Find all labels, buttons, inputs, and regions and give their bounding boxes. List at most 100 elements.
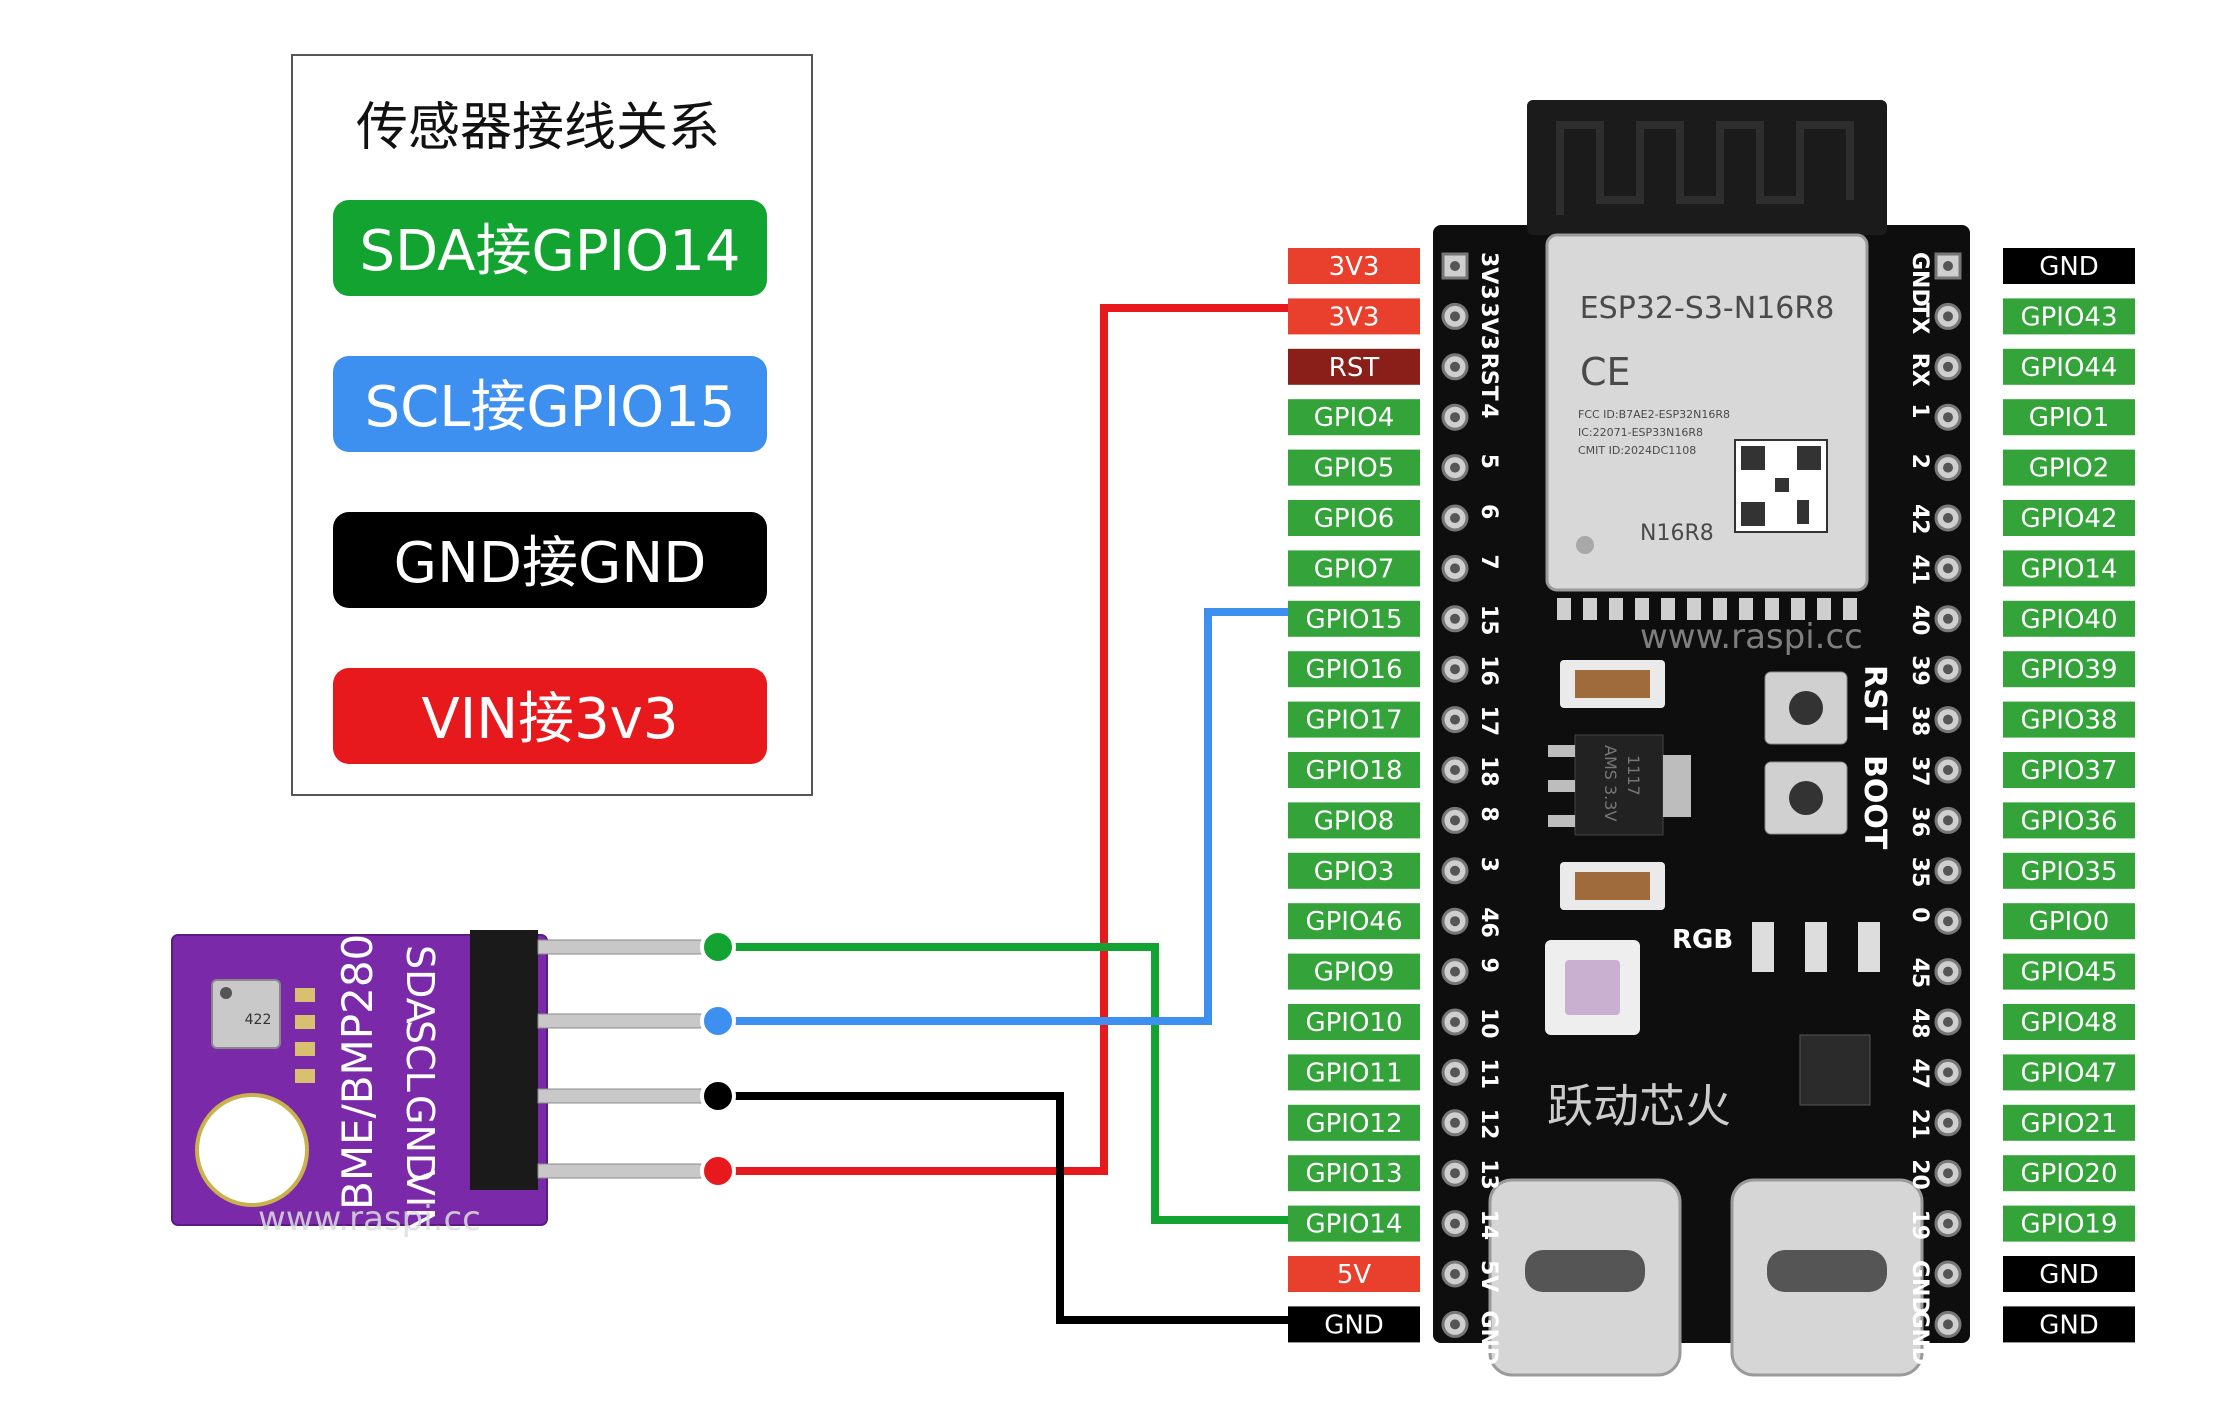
pin-label-right-gpio14: GPIO14 [2003, 550, 2135, 587]
pin-label-right-gpio1: GPIO1 [2003, 399, 2135, 436]
header-hole [1441, 252, 1469, 280]
usb-c-port-left[interactable] [1488, 1178, 1682, 1377]
pin-label-text: GPIO5 [1314, 454, 1395, 484]
silkscreen-label: RX [1907, 353, 1932, 387]
pin-label-left-gpio6: GPIO6 [1288, 500, 1420, 536]
wire-sda-gpio14 [718, 943, 1288, 1224]
sensor-chip-vent [220, 987, 232, 999]
smd-part [295, 1015, 315, 1029]
silkscreen-label: 48 [1907, 1008, 1932, 1039]
sensor-header-pins [537, 939, 719, 1179]
silkscreen-label: 12 [1476, 1109, 1501, 1140]
module-cert-line: FCC ID:B7AE2-ESP32N16R8 [1578, 408, 1730, 421]
right-header-holes [1934, 252, 1962, 1338]
pin-label-text: GPIO45 [2020, 958, 2117, 988]
pin-label-text: GPIO2 [2029, 454, 2110, 484]
silkscreen-label: 45 [1907, 958, 1932, 989]
legend-box: 传感器接线关系 SDA接GPIO14 SCL接GPIO15 GND接GND VI… [291, 54, 813, 796]
pin-label-text: GPIO43 [2020, 302, 2117, 332]
pin-label-left-3v3: 3V3 [1288, 298, 1420, 335]
sensor-watermark: www.raspi.cc [258, 1199, 481, 1239]
left-header-holes [1441, 252, 1469, 1338]
pin-label-text: GND [2039, 1310, 2099, 1340]
silkscreen-label: GND [1907, 1310, 1932, 1365]
module-cert-line: IC:22071-ESP33N16R8 [1578, 426, 1703, 439]
pin-label-left-gpio15: GPIO15 [1288, 600, 1420, 637]
module-variant: N16R8 [1640, 521, 1714, 546]
silkscreen-label: 1 [1907, 403, 1932, 418]
pin-label-right-gpio38: GPIO38 [2003, 701, 2135, 738]
pin-label-left-5v: 5V [1288, 1256, 1420, 1292]
legend-title: 传感器接线关系 [356, 98, 720, 158]
left-silkscreen: 3V33V3RST4567151617188346910111213145VGN… [1476, 252, 1501, 1365]
pin-label-right-gnd: GND [2003, 248, 2135, 284]
silkscreen-label: 18 [1476, 756, 1501, 787]
status-led [1858, 922, 1880, 972]
pin-label-text: GPIO20 [2020, 1159, 2117, 1189]
silkscreen-label: 19 [1907, 1210, 1932, 1241]
pin-label-text: GPIO42 [2020, 504, 2117, 534]
status-led [1752, 922, 1774, 972]
silkscreen-label: 38 [1907, 706, 1932, 737]
silkscreen-label: GND [1476, 1310, 1501, 1365]
silkscreen-label: 15 [1476, 605, 1501, 636]
pin-label-left-gpio13: GPIO13 [1288, 1155, 1420, 1192]
silkscreen-label: 35 [1907, 857, 1932, 888]
silkscreen-label: 13 [1476, 1159, 1501, 1190]
silkscreen-label: 2 [1907, 454, 1932, 469]
silkscreen-label: GND [1907, 252, 1932, 307]
silkscreen-label: 16 [1476, 655, 1501, 686]
pin-label-right-gnd: GND [2003, 1256, 2135, 1292]
pin-label-text: GND [2039, 1260, 2099, 1290]
pin-label-text: GPIO12 [1305, 1109, 1402, 1139]
usb-c-port-right[interactable] [1730, 1178, 1924, 1377]
legend-item-sda: SDA接GPIO14 [333, 200, 767, 296]
pin-label-text: RST [1329, 353, 1380, 383]
pin-label-left-gpio14: GPIO14 [1288, 1205, 1420, 1242]
rgb-label: RGB [1672, 925, 1733, 955]
header-pin-sda [537, 939, 719, 955]
pin-label-text: GPIO14 [1305, 1210, 1402, 1240]
pin-label-text: GPIO8 [1314, 806, 1395, 836]
pin-label-text: GPIO16 [1305, 655, 1402, 685]
silkscreen-label: 47 [1907, 1058, 1932, 1089]
silkscreen-label: 9 [1476, 958, 1501, 973]
pin-label-right-gpio39: GPIO39 [2003, 651, 2135, 688]
silkscreen-label: 42 [1907, 504, 1932, 535]
legend-item-sda-text: SDA接GPIO14 [359, 219, 740, 284]
pin-label-right-gnd: GND [2003, 1306, 2135, 1343]
module-pin1-dot [1576, 536, 1594, 554]
wire-gnd-gnd [718, 1092, 1288, 1324]
pin-label-left-rst: RST [1288, 348, 1420, 385]
pin-label-text: GPIO13 [1305, 1159, 1402, 1189]
module-name: ESP32-S3-N16R8 [1580, 291, 1835, 326]
voltage-regulator [1574, 734, 1664, 836]
mounting-hole [195, 1093, 309, 1207]
wire-joint-vin [700, 1153, 736, 1189]
sensor-pin-label-vin: VIN [398, 1170, 442, 1236]
wire-joint-gnd [700, 1078, 736, 1114]
pin-label-text: GPIO40 [2020, 605, 2117, 635]
pin-label-right-gpio48: GPIO48 [2003, 1004, 2135, 1040]
silkscreen-label: 40 [1907, 605, 1932, 636]
pin-label-right-gpio42: GPIO42 [2003, 500, 2135, 536]
smd-part [295, 1069, 315, 1083]
pin-label-right-gpio45: GPIO45 [2003, 953, 2135, 990]
pin-label-right-gpio47: GPIO47 [2003, 1054, 2135, 1091]
legend-item-scl: SCL接GPIO15 [333, 356, 767, 452]
silkscreen-label: 3V3 [1476, 252, 1501, 300]
legend-item-gnd-text: GND接GND [394, 531, 707, 596]
boot-button[interactable] [1764, 761, 1848, 835]
smd-part [295, 988, 315, 1002]
pin-label-right-gpio21: GPIO21 [2003, 1104, 2135, 1141]
board-brand: 跃动芯火 [1547, 1079, 1731, 1133]
pin-label-text: GPIO11 [1305, 1058, 1402, 1088]
rst-button-label: RST [1857, 665, 1892, 731]
silkscreen-label: 7 [1476, 554, 1501, 569]
silkscreen-label: 3 [1476, 857, 1501, 872]
rst-button[interactable] [1764, 671, 1848, 745]
regulator-marking: AMS 3.3V [1601, 745, 1620, 821]
pin-label-left-gnd: GND [1288, 1306, 1420, 1343]
ce-mark: CE [1580, 350, 1631, 394]
